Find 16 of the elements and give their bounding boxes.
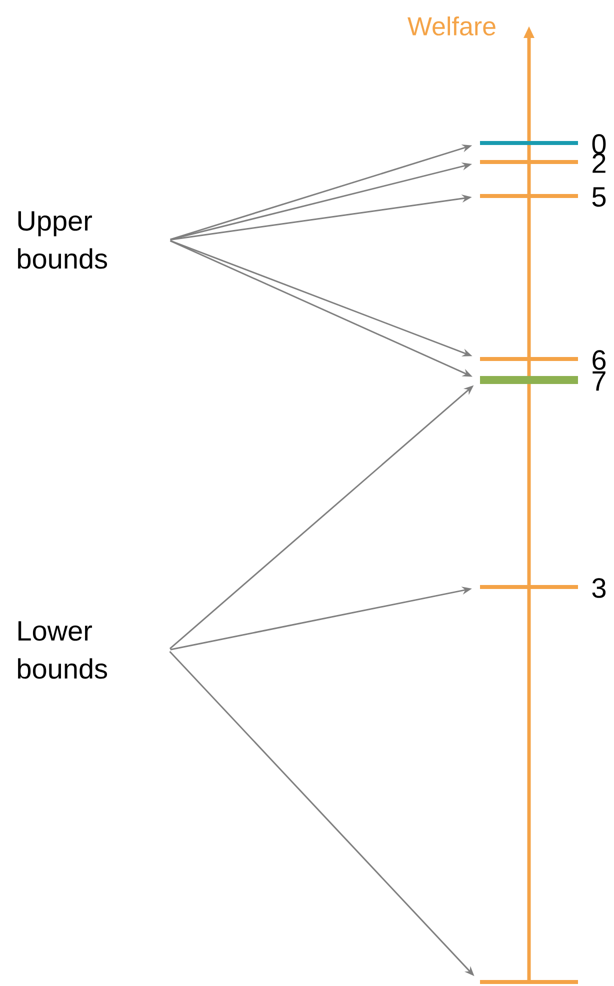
- bound-label: Lower bounds: [18, 621, 108, 679]
- bound-label: Upper bounds: [18, 211, 108, 269]
- axis-label: Welfare: [408, 16, 496, 36]
- tick-mark: [480, 585, 578, 589]
- tick-value: 3: [592, 578, 606, 598]
- tick-mark: [480, 980, 578, 984]
- tick-value: 6: [592, 350, 606, 370]
- tick-value: 2: [592, 153, 606, 173]
- tick-value: 0: [592, 134, 606, 154]
- tick-mark: [480, 376, 578, 384]
- tick-value: 7: [592, 371, 606, 391]
- tick-mark: [480, 160, 578, 164]
- tick-value: 5: [592, 187, 606, 207]
- tick-mark: [480, 357, 578, 361]
- tick-mark: [480, 194, 578, 198]
- tick-mark: [480, 141, 578, 145]
